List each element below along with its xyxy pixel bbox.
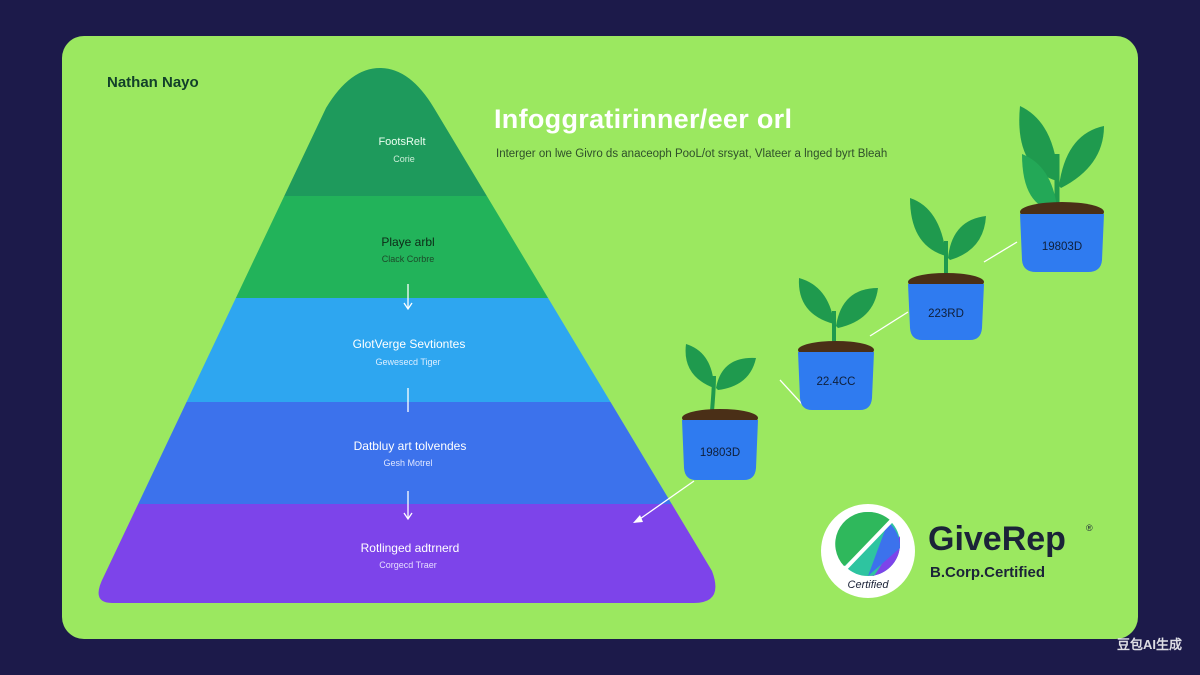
pyramid-layer-3-sub: Gewesecd Tiger [375,357,440,367]
infographic-subtitle: Interger on lwe Givro ds anaceoph PooL/o… [496,148,888,160]
diagram-canvas: FootsRelt Corie Playe arbl Clack Corbre … [98,68,1104,603]
plant-pot-3: 223RD [908,198,986,340]
pyramid-layer-1-sub: Corie [393,154,415,164]
logo-subtitle: B.Corp.Certified [930,564,1046,581]
pyramid [98,68,716,603]
pyramid-layer-2-label: Playe arbl [381,235,434,249]
pyramid-layer-4 [98,402,716,504]
infographic-card: Nathan Nayo Infoggratirinner/eer orl Int… [62,36,1138,639]
pyramid-layer-3-label: GlotVerge Sevtiontes [353,337,466,351]
arrow-icon [633,515,643,523]
connector-lines [636,241,1018,522]
infographic-title: Infoggratirinner/eer orl [494,104,793,134]
plant-pot-2: 22.4CC [798,278,878,410]
pyramid-layer-2-sub: Clack Corbre [382,254,435,264]
pyramid-layer-4-label: Datbluy art tolvendes [354,439,467,453]
logo-name: GiveRep [928,520,1066,558]
pot-1-label: 19803D [700,447,740,459]
down-arrow-icon [403,491,413,521]
watermark: 豆包AI生成 [1116,637,1182,652]
plant-pot-1: 19803D [682,344,758,480]
pyramid-layer-1-label: FootsRelt [378,136,425,148]
pyramid-layer-4-sub: Gesh Motrel [383,458,432,468]
pot-3-label: 223RD [928,308,964,320]
author-name: Nathan Nayo [107,74,199,91]
registered-mark: ® [1086,523,1093,533]
pyramid-layer-1 [98,68,716,196]
pyramid-layer-5-label: Rotlinged adtrnerd [361,541,460,555]
plant-pot-4: 19803D [1019,106,1104,272]
giverep-logo-badge: Certified [821,504,915,598]
pyramid-layer-5 [98,504,716,603]
badge-text: Certified [848,579,890,591]
pot-4-label: 19803D [1042,241,1082,253]
pot-2-label: 22.4CC [817,376,856,388]
pyramid-layer-5-sub: Corgecd Traer [379,560,437,570]
down-arrow-icon [403,284,413,311]
